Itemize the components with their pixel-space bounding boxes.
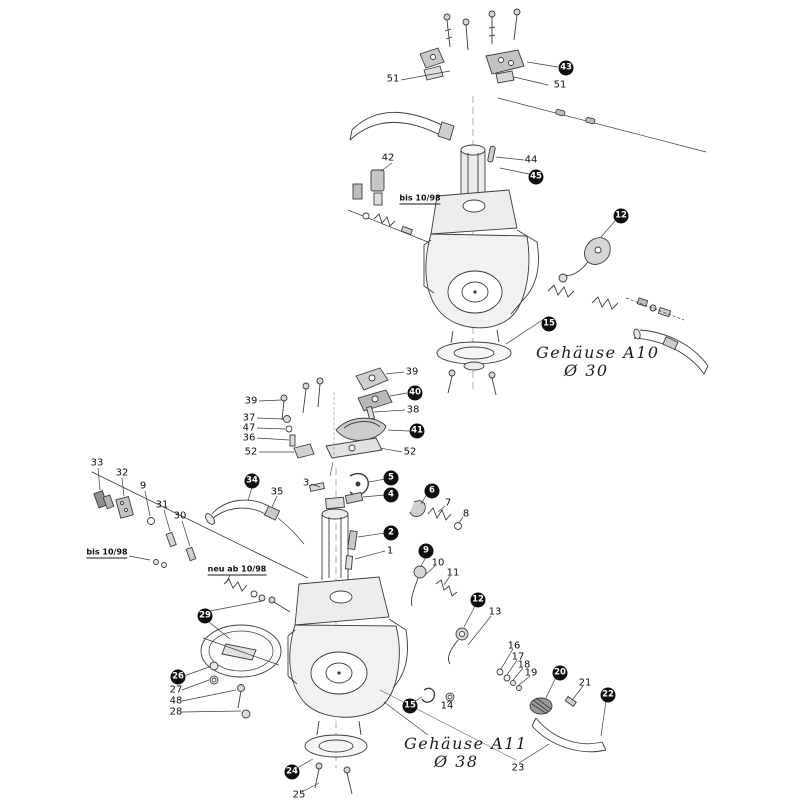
housing-a11-icon [287,576,408,795]
part-41-wedge-icon [335,417,387,441]
part-52-left-icon [293,443,315,459]
part-11-spring-icon [435,579,458,597]
part-6-hook-icon [409,500,426,517]
part-29-plate-icon [200,624,282,678]
washer-row-16-19-icon [496,668,522,691]
part-52-plate-icon [325,437,383,459]
part-30-pin-icon [185,546,197,562]
part-34-handle-icon [205,499,305,545]
part-5-clip-icon [349,472,369,496]
assembly-name-a11: Gehäuse A11 [404,734,528,753]
assembly-title-a11: Gehäuse A11 Ø 38 [404,734,528,772]
part-2-pin-icon [347,530,358,550]
part-40-bracket-icon [357,389,393,412]
part-37-nut-icon [283,415,291,423]
part-35-fitting-icon [263,505,281,521]
assembly-title-a10: Gehäuse A10 Ø 30 [536,343,660,381]
part-10-lever-icon [411,565,427,607]
part-33-bracket-icon [93,490,115,510]
part-20-knob-icon [529,697,553,715]
part-21-pin-icon [564,695,577,707]
spring-set-right-icon [547,284,685,321]
bracket-left-icon [419,47,445,81]
part-15-clip-icon [421,687,436,703]
top-assembly-drawing [347,8,709,396]
part-7-spring-icon [427,507,452,521]
housing-a10-icon [423,189,539,396]
hardware-row-neu-icon [223,574,291,613]
part-47-washer-icon [285,425,293,433]
part-36-pin-icon [289,434,296,447]
cylinder-a11-icon [321,496,349,580]
part-44-pin-icon [487,145,496,163]
part-4-sleeve-icon [344,491,364,505]
hook-12-lower-icon [447,627,469,665]
part-43-bracket-icon [485,49,525,84]
leader-lines-cluster [256,371,410,453]
assembly-name-a10: Gehäuse A10 [536,343,660,362]
pipe-lower-right-icon [633,328,709,375]
part-39-bracket-icon [355,367,389,391]
screw-set-top-icon [443,8,521,51]
part-27-washer-icon [209,675,219,685]
hook-12-icon [558,237,611,283]
part-28-nut-icon [241,709,251,719]
part-48-bolt-icon [237,684,245,709]
part-31-pin-icon [165,531,177,548]
pin-row-diagonal-icon [497,97,707,153]
assembly-diameter-a11: Ø 38 [434,752,479,772]
part-32-bracket-icon [115,495,134,519]
pipe-upper-left-icon [349,111,455,141]
part-14-washer-icon [445,692,455,702]
part-1-pin-icon [344,555,353,570]
bottom-assembly-drawing [91,467,607,795]
part-9-washer-icon [147,517,155,525]
part-8-washer-icon [454,522,462,530]
middle-cluster-drawing [256,367,410,477]
part-26-washer-icon [209,661,219,671]
part-23-pipe-icon [531,717,607,753]
leader-lines-top [380,61,616,345]
assembly-diameter-a10: Ø 30 [564,361,609,381]
